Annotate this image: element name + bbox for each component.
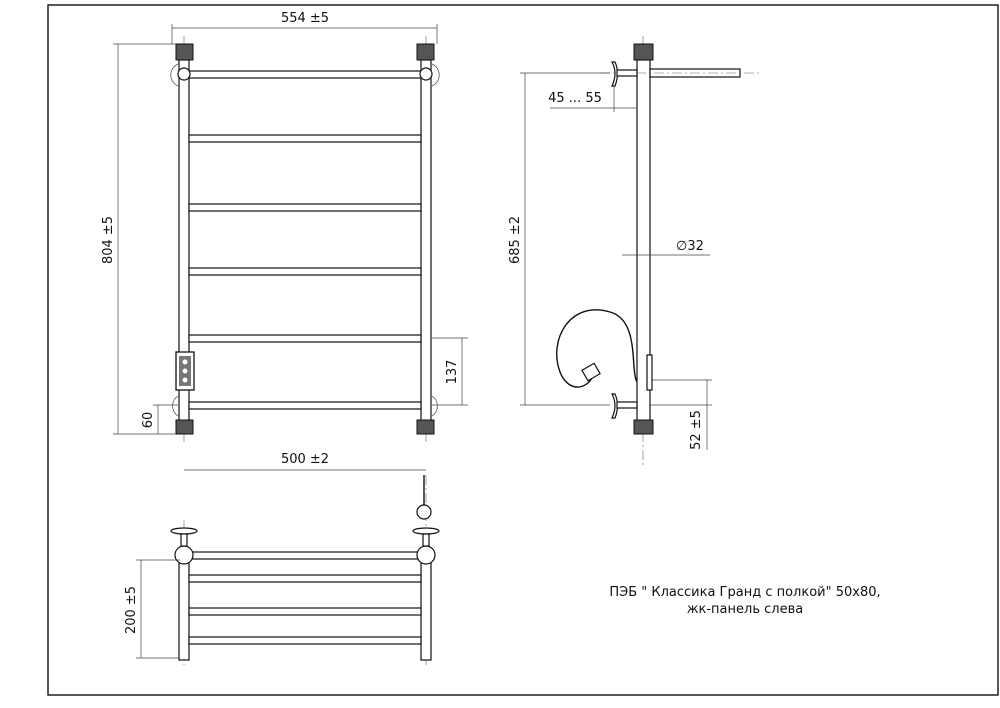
mount-spacing-dimension: 685 ±2 <box>508 216 523 264</box>
panel-height-dimension: 137 <box>445 360 460 385</box>
bottom-left-cap <box>175 419 194 435</box>
side-view: 685 ±2 45 ... 55 ∅32 52 ±5 <box>508 36 760 465</box>
rail <box>188 401 422 410</box>
depth-dimension: 200 ±5 <box>124 586 139 634</box>
bottom-mount-dimension: 52 ±5 <box>689 410 704 450</box>
height-dimension: 804 ±5 <box>101 216 116 264</box>
wall-mount-top <box>610 61 619 87</box>
power-cable <box>556 309 638 388</box>
side-panel <box>646 354 653 391</box>
top-view-rail <box>188 551 422 560</box>
top-right-cap <box>416 43 435 61</box>
lcd-control-panel <box>175 351 195 391</box>
top-view-rail <box>188 574 422 583</box>
top-rail <box>188 70 422 79</box>
axis-spacing-dimension: 500 ±2 <box>281 452 329 467</box>
rail <box>188 134 422 143</box>
top-left-cap <box>175 43 194 61</box>
drawing-frame <box>47 4 999 696</box>
top-view: 200 ±5 <box>124 475 440 665</box>
front-view: 554 ±5 804 ±5 60 137 500 ±2 <box>101 11 468 471</box>
wall-distance-dimension: 45 ... 55 <box>548 91 602 106</box>
width-dimension: 554 ±5 <box>281 11 329 26</box>
right-riser <box>420 59 432 423</box>
caption-line-2: жк-панель слева <box>687 602 803 617</box>
diameter-dimension: ∅32 <box>676 239 704 254</box>
rail <box>188 203 422 212</box>
wall-mount-bottom <box>610 393 619 419</box>
rail <box>188 267 422 276</box>
top-view-rail <box>188 636 422 645</box>
bottom-right-cap <box>416 419 435 435</box>
bottom-offset-dimension: 60 <box>141 412 156 429</box>
top-view-rail <box>188 607 422 616</box>
plug <box>581 362 601 382</box>
rail <box>188 334 422 343</box>
caption-line-1: ПЭБ " Классика Гранд с полкой" 50х80, <box>609 585 880 600</box>
